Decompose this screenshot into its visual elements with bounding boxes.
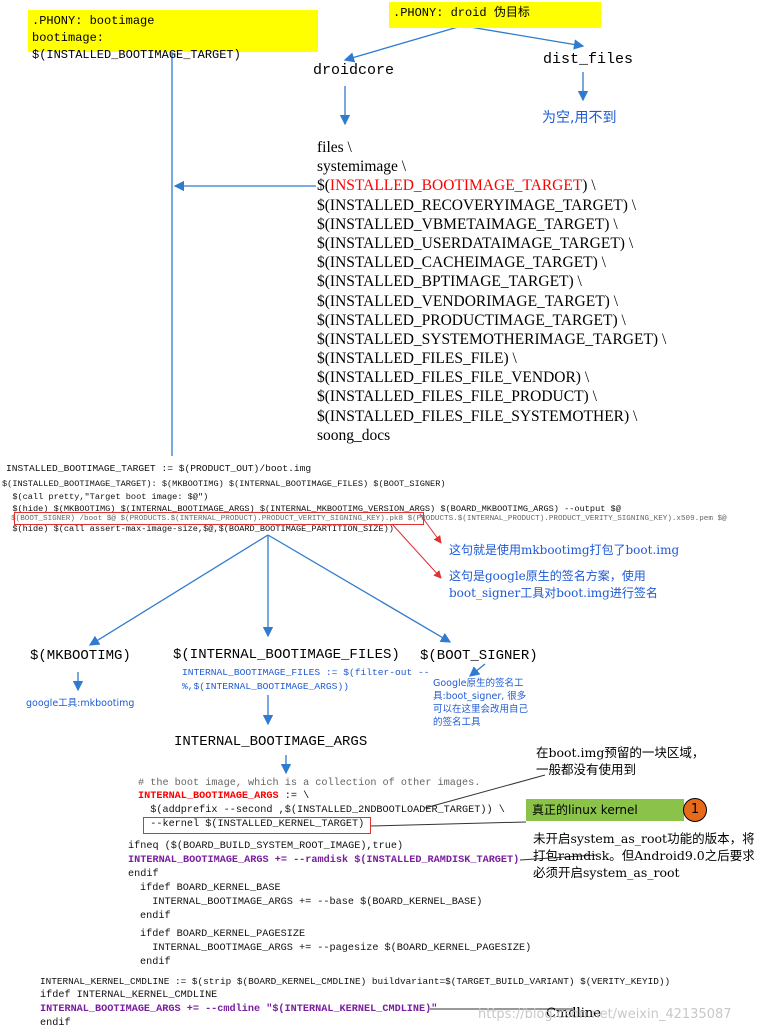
dep-item: $(INSTALLED_BPTIMAGE_TARGET) \: [317, 273, 582, 291]
args-var: INTERNAL_BOOTIMAGE_ARGS: [138, 791, 279, 802]
dep-item: $(INSTALLED_SYSTEMOTHERIMAGE_TARGET) \: [317, 330, 667, 348]
phony-bootimage-line1: .PHONY: bootimage: [32, 14, 155, 28]
args-line13: endif: [140, 957, 171, 968]
arrow-droid-distfiles: [469, 26, 585, 50]
arrow-to-boot-signer: [267, 534, 452, 643]
mkbootimg-node: $(MKBOOTIMG): [30, 648, 131, 664]
signer-annotation-1: 这句是google原生的签名方案，使用: [449, 569, 646, 583]
internal-bootimage-args-node: INTERNAL_BOOTIMAGE_ARGS: [174, 734, 368, 750]
internal-bootimage-files-node: $(INTERNAL_BOOTIMAGE_FILES): [173, 647, 400, 663]
mkbootimg-note: google工具:mkbootimg: [26, 698, 135, 709]
args-line17: endif: [40, 1018, 71, 1029]
boot-signer-note-1: Google原生的签名工: [433, 678, 524, 689]
sar-note-3: 必须开启system_as_root: [533, 865, 680, 880]
dep-item: $(INSTALLED_PRODUCTIMAGE_TARGET) \: [317, 311, 626, 329]
args-line9: INTERNAL_BOOTIMAGE_ARGS += --base $(BOAR…: [140, 897, 483, 908]
sar-note-2: 打包ramdisk。但Android9.0之后要求: [533, 848, 755, 863]
phony-droid-box: .PHONY: droid 伪目标: [389, 2, 601, 28]
badge-number: 1: [683, 798, 707, 822]
dep-item: $(INSTALLED_FILES_FILE) \: [317, 350, 517, 368]
watermark: https://blog.csdn.net/weixin_42135087: [478, 1007, 732, 1022]
args-comment: # the boot image, which is a collection …: [138, 778, 481, 789]
dep-item-bootimage: $(INSTALLED_BOOTIMAGE_TARGET) \: [317, 177, 596, 195]
kernel-line-highlight: [143, 817, 371, 834]
internal-files-def-1: INTERNAL_BOOTIMAGE_FILES := $(filter-out…: [182, 667, 430, 678]
droidcore-deps-list: files \ systemimage \ $(INSTALLED_BOOTIM…: [317, 138, 666, 445]
phony-bootimage-box: .PHONY: bootimage bootimage: $(INSTALLED…: [28, 10, 318, 62]
bootimage-rule-line1: $(INSTALLED_BOOTIMAGE_TARGET): $(MKBOOTI…: [2, 479, 446, 489]
boot-signer-node: $(BOOT_SIGNER): [420, 648, 538, 664]
droidcore-node: droidcore: [313, 62, 395, 79]
args-line11: ifdef BOARD_KERNEL_PAGESIZE: [140, 929, 306, 940]
bootimage-rule-line4: $(BOOT_SIGNER) /boot $@ $(PRODUCTS.$(INT…: [2, 515, 727, 523]
phony-bootimage-line2: bootimage: $(INSTALLED_BOOTIMAGE_TARGET): [32, 31, 241, 62]
cmdline-label: Cmdline: [546, 1006, 601, 1021]
dep-item: $(INSTALLED_FILES_FILE_PRODUCT) \: [317, 388, 597, 406]
dep-item: files \: [317, 139, 352, 156]
boot-signer-note-2: 具:boot_signer, 很多: [433, 691, 527, 702]
boot-signer-note-4: 的签名工具: [433, 717, 481, 728]
dep-item: $(INSTALLED_USERDATAIMAGE_TARGET) \: [317, 234, 634, 252]
args-line7: endif: [128, 869, 159, 880]
args-line8: ifdef BOARD_KERNEL_BASE: [140, 883, 281, 894]
dep-item: soong_docs: [317, 426, 391, 444]
args-line3: $(addprefix --second ,$(INSTALLED_2NDBOO…: [138, 805, 505, 816]
pointer-sar: [519, 854, 597, 861]
reserved-area-note-1: 在boot.img预留的一块区域，: [536, 745, 705, 760]
args-line15: ifdef INTERNAL_KERNEL_CMDLINE: [40, 990, 218, 1001]
arrow-signer-note: [391, 523, 442, 579]
pointer-reserved: [424, 774, 546, 809]
dep-item: $(INSTALLED_VBMETAIMAGE_TARGET) \: [317, 215, 618, 233]
arrow-signer-small: [468, 663, 486, 677]
real-kernel-label: 真正的linux kernel: [526, 799, 684, 821]
internal-files-def-2: %,$(INTERNAL_BOOTIMAGE_ARGS)): [182, 681, 349, 692]
arrow-droid-droidcore: [343, 26, 459, 63]
signer-annotation-2: boot_signer工具对boot.img进行签名: [449, 586, 658, 600]
dep-bootimage-highlight: INSTALLED_BOOTIMAGE_TARGET: [329, 177, 583, 195]
dep-item: systemimage \: [317, 158, 407, 176]
mkbootimg-cmd-highlight: [14, 512, 424, 525]
dist-files-node: dist_files: [543, 51, 634, 68]
args-line2: INTERNAL_BOOTIMAGE_ARGS := \: [138, 791, 310, 802]
mkbootimg-annotation: 这句就是使用mkbootimg打包了boot.img: [449, 543, 680, 557]
args-line12: INTERNAL_BOOTIMAGE_ARGS += --pagesize $(…: [140, 943, 532, 954]
pointer-kernel: [369, 821, 527, 827]
bootimage-rule-line3: $(hide) $(MKBOOTIMG) $(INTERNAL_BOOTIMAG…: [2, 504, 621, 514]
args-line5: ifneq ($(BOARD_BUILD_SYSTEM_ROOT_IMAGE),…: [128, 841, 404, 852]
arrow-to-mkbootimg: [88, 534, 269, 646]
reserved-area-note-2: 一般都没有使用到: [536, 762, 637, 777]
dep-item: $(INSTALLED_FILES_FILE_SYSTEMOTHER) \: [317, 407, 638, 425]
dep-item: $(INSTALLED_FILES_FILE_VENDOR) \: [317, 369, 590, 387]
bootimage-rule-line2: $(call pretty,"Target boot image: $@"): [2, 492, 209, 502]
dep-item: $(INSTALLED_RECOVERYIMAGE_TARGET) \: [317, 196, 637, 214]
dep-item: $(INSTALLED_VENDORIMAGE_TARGET) \: [317, 292, 619, 310]
phony-droid-label: .PHONY: droid 伪目标: [393, 6, 530, 20]
args-line4: --kernel $(INSTALLED_KERNEL_TARGET): [138, 819, 365, 830]
bootimage-rule-line5: $(hide) $(call assert-max-image-size,$@,…: [2, 524, 394, 534]
dist-files-note: 为空,用不到: [542, 110, 617, 126]
args-line10: endif: [140, 911, 171, 922]
args-line6: INTERNAL_BOOTIMAGE_ARGS += --ramdisk $(I…: [128, 855, 520, 866]
dep-item: $(INSTALLED_CACHEIMAGE_TARGET) \: [317, 254, 606, 272]
bootimage-target-def: INSTALLED_BOOTIMAGE_TARGET := $(PRODUCT_…: [6, 463, 312, 474]
sar-note-1: 未开启system_as_root功能的版本，将: [533, 831, 755, 846]
boot-signer-note-3: 可以在这里会改用自己: [433, 704, 529, 715]
args-line16: INTERNAL_BOOTIMAGE_ARGS += --cmdline "$(…: [40, 1004, 438, 1015]
args-line14: INTERNAL_KERNEL_CMDLINE := $(strip $(BOA…: [40, 976, 671, 987]
